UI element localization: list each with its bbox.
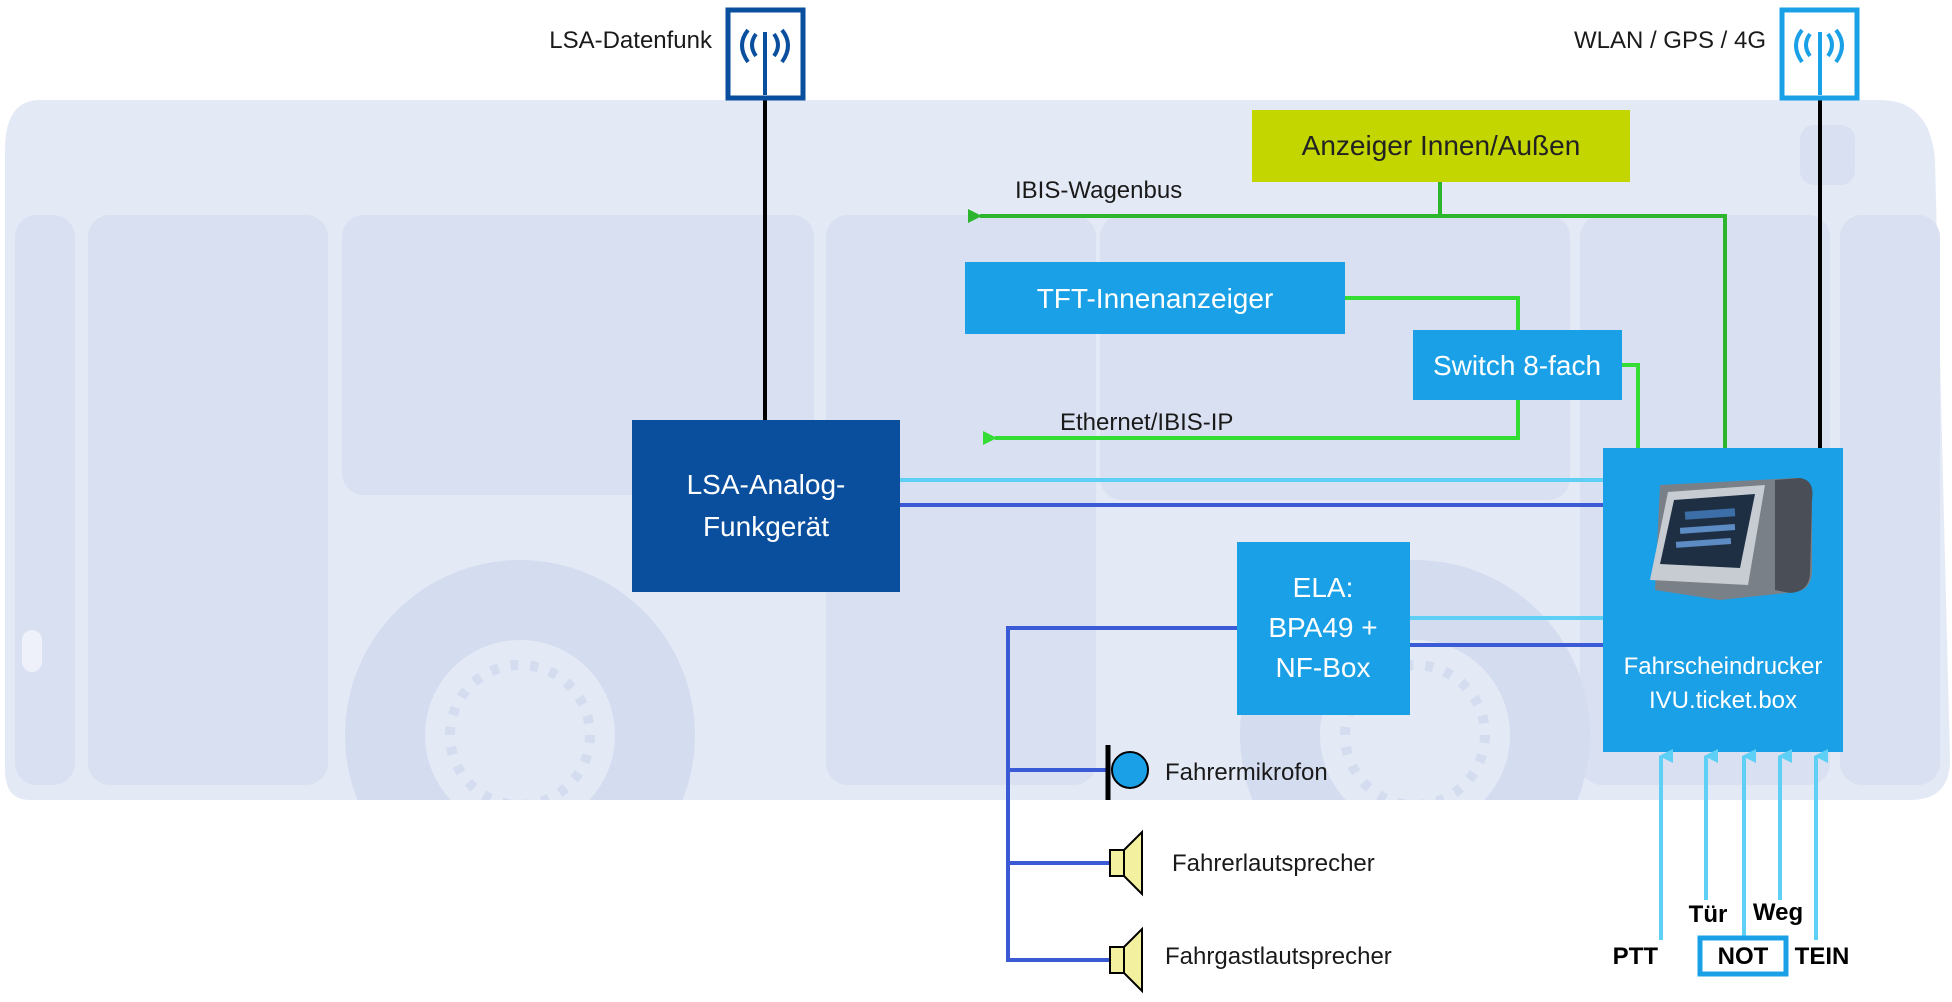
tft-label: TFT-Innenanzeiger [1037,283,1274,314]
lsa-funkgeraet-label-1: LSA-Analog- [687,469,846,500]
not-label: NOT [1718,943,1769,970]
ptt-label: PTT [1613,943,1659,970]
anzeiger-box: Anzeiger Innen/Außen [1252,110,1630,182]
ticket-printer-icon [1650,478,1813,600]
ethernet-label: Ethernet/IBIS-IP [1060,409,1233,436]
passenger-speaker-component: Fahrgastlautsprecher [1109,926,1392,994]
driver-speaker-label: Fahrerlautsprecher [1172,850,1375,877]
ethernet-line: Ethernet/IBIS-IP [983,296,1640,448]
tuer-label: Tür [1689,901,1728,928]
lsa-antenna: LSA-Datenfunk [549,7,806,420]
switch-label: Switch 8-fach [1433,350,1601,381]
ticket-label-2: IVU.ticket.box [1649,687,1797,714]
ela-box: ELA: BPA49 + NF-Box [1237,542,1410,715]
ela-label-2: BPA49 + [1268,612,1377,643]
mic-component: Fahrermikrofon [1105,745,1328,800]
speaker-icon [1109,829,1143,897]
ela-label-3: NF-Box [1276,652,1371,683]
tein-label: TEIN [1795,943,1850,970]
mic-label: Fahrermikrofon [1165,759,1328,786]
switch-box: Switch 8-fach [1413,330,1622,400]
lsa-ticket-links [900,478,1603,507]
speaker-icon [1109,926,1143,994]
ticket-box: Fahrscheindrucker IVU.ticket.box [1603,448,1843,752]
signal-inputs: PTT Tür NOT Weg TEIN [1613,749,1850,977]
audio-bus [1006,626,1237,962]
lsa-funkgeraet-label-2: Funkgerät [703,511,829,542]
ela-label-1: ELA: [1293,572,1354,603]
ticket-label-1: Fahrscheindrucker [1624,653,1823,680]
ibis-wagenbus-label: IBIS-Wagenbus [1015,177,1182,204]
ibis-wagenbus-line: IBIS-Wagenbus [968,177,1727,448]
passenger-speaker-label: Fahrgastlautsprecher [1165,943,1392,970]
weg-label: Weg [1753,899,1803,926]
lsa-antenna-label: LSA-Datenfunk [549,27,713,54]
not-signal-box [1697,935,1789,977]
driver-speaker-component: Fahrerlautsprecher [1109,829,1375,897]
wlan-antenna: WLAN / GPS / 4G [1574,7,1860,448]
microphone-icon [1111,751,1149,789]
tft-box: TFT-Innenanzeiger [965,262,1345,334]
anzeiger-label: Anzeiger Innen/Außen [1302,130,1581,161]
ela-ticket-links [1410,616,1603,647]
lsa-funkgeraet-box: LSA-Analog- Funkgerät [632,420,900,592]
wlan-antenna-label: WLAN / GPS / 4G [1574,27,1766,54]
